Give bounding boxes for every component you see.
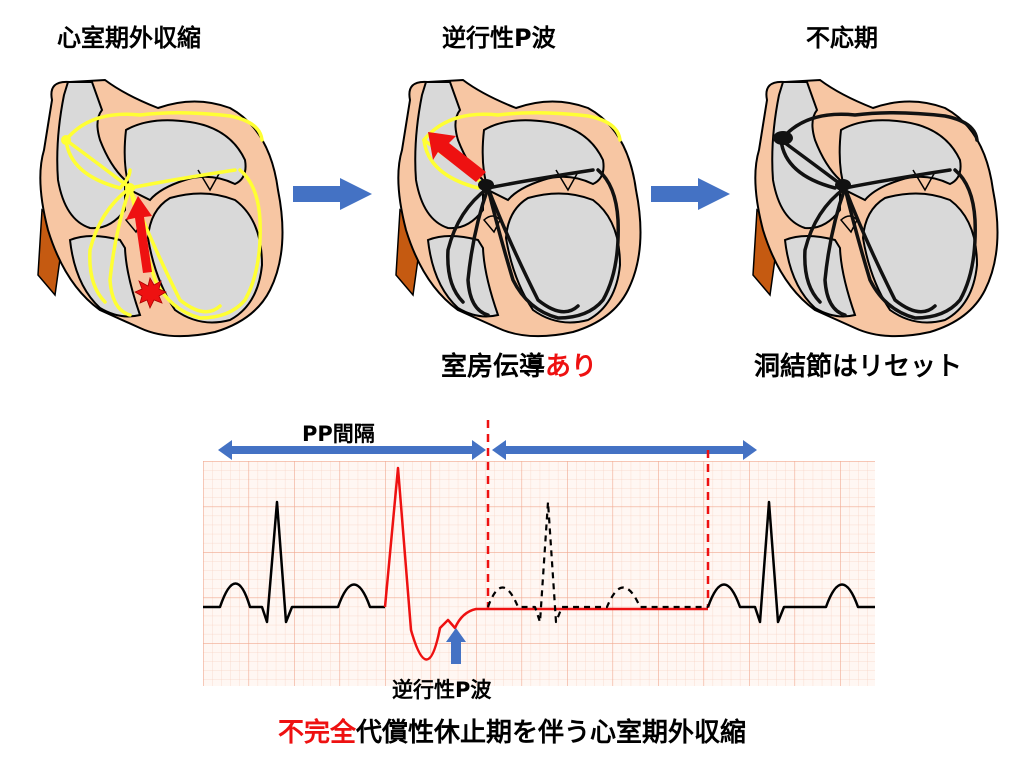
panel-3-caption: 洞結節はリセット <box>754 352 963 382</box>
bottom-caption-rest: 代償性休止期を伴う心室期外収縮 <box>356 718 747 748</box>
heart-diagram-refractory <box>752 79 999 338</box>
bottom-caption: 不完全代償性休止期を伴う心室期外収縮 <box>0 712 1024 749</box>
ecg-trace-expected <box>486 500 708 624</box>
panel-2-caption-main: 室房伝導 <box>441 352 546 382</box>
retrograde-p-label: 逆行性P波 <box>392 678 492 702</box>
retrograde-p-arrow <box>446 628 466 664</box>
sequence-arrow-2 <box>651 178 730 210</box>
pp-interval-arrows <box>218 440 757 460</box>
bottom-caption-highlight: 不完全 <box>277 718 356 748</box>
panel-1-title: 心室期外収縮 <box>57 24 201 52</box>
ecg-trace-normal-left <box>203 500 385 624</box>
sequence-arrow-1 <box>293 178 372 210</box>
ecg-trace-pvc <box>383 466 708 661</box>
panel-2-caption-highlight: あり <box>545 352 598 382</box>
ecg-trace-normal-right <box>706 500 875 624</box>
panel-2-caption: 室房伝導あり <box>441 346 597 383</box>
heart-diagram-retrograde <box>395 79 642 338</box>
heart-diagram-pvc <box>37 79 284 338</box>
panel-3-title: 不応期 <box>806 24 878 52</box>
pp-interval-label: PP間隔 <box>302 422 375 446</box>
panel-2-title: 逆行性P波 <box>442 24 556 52</box>
